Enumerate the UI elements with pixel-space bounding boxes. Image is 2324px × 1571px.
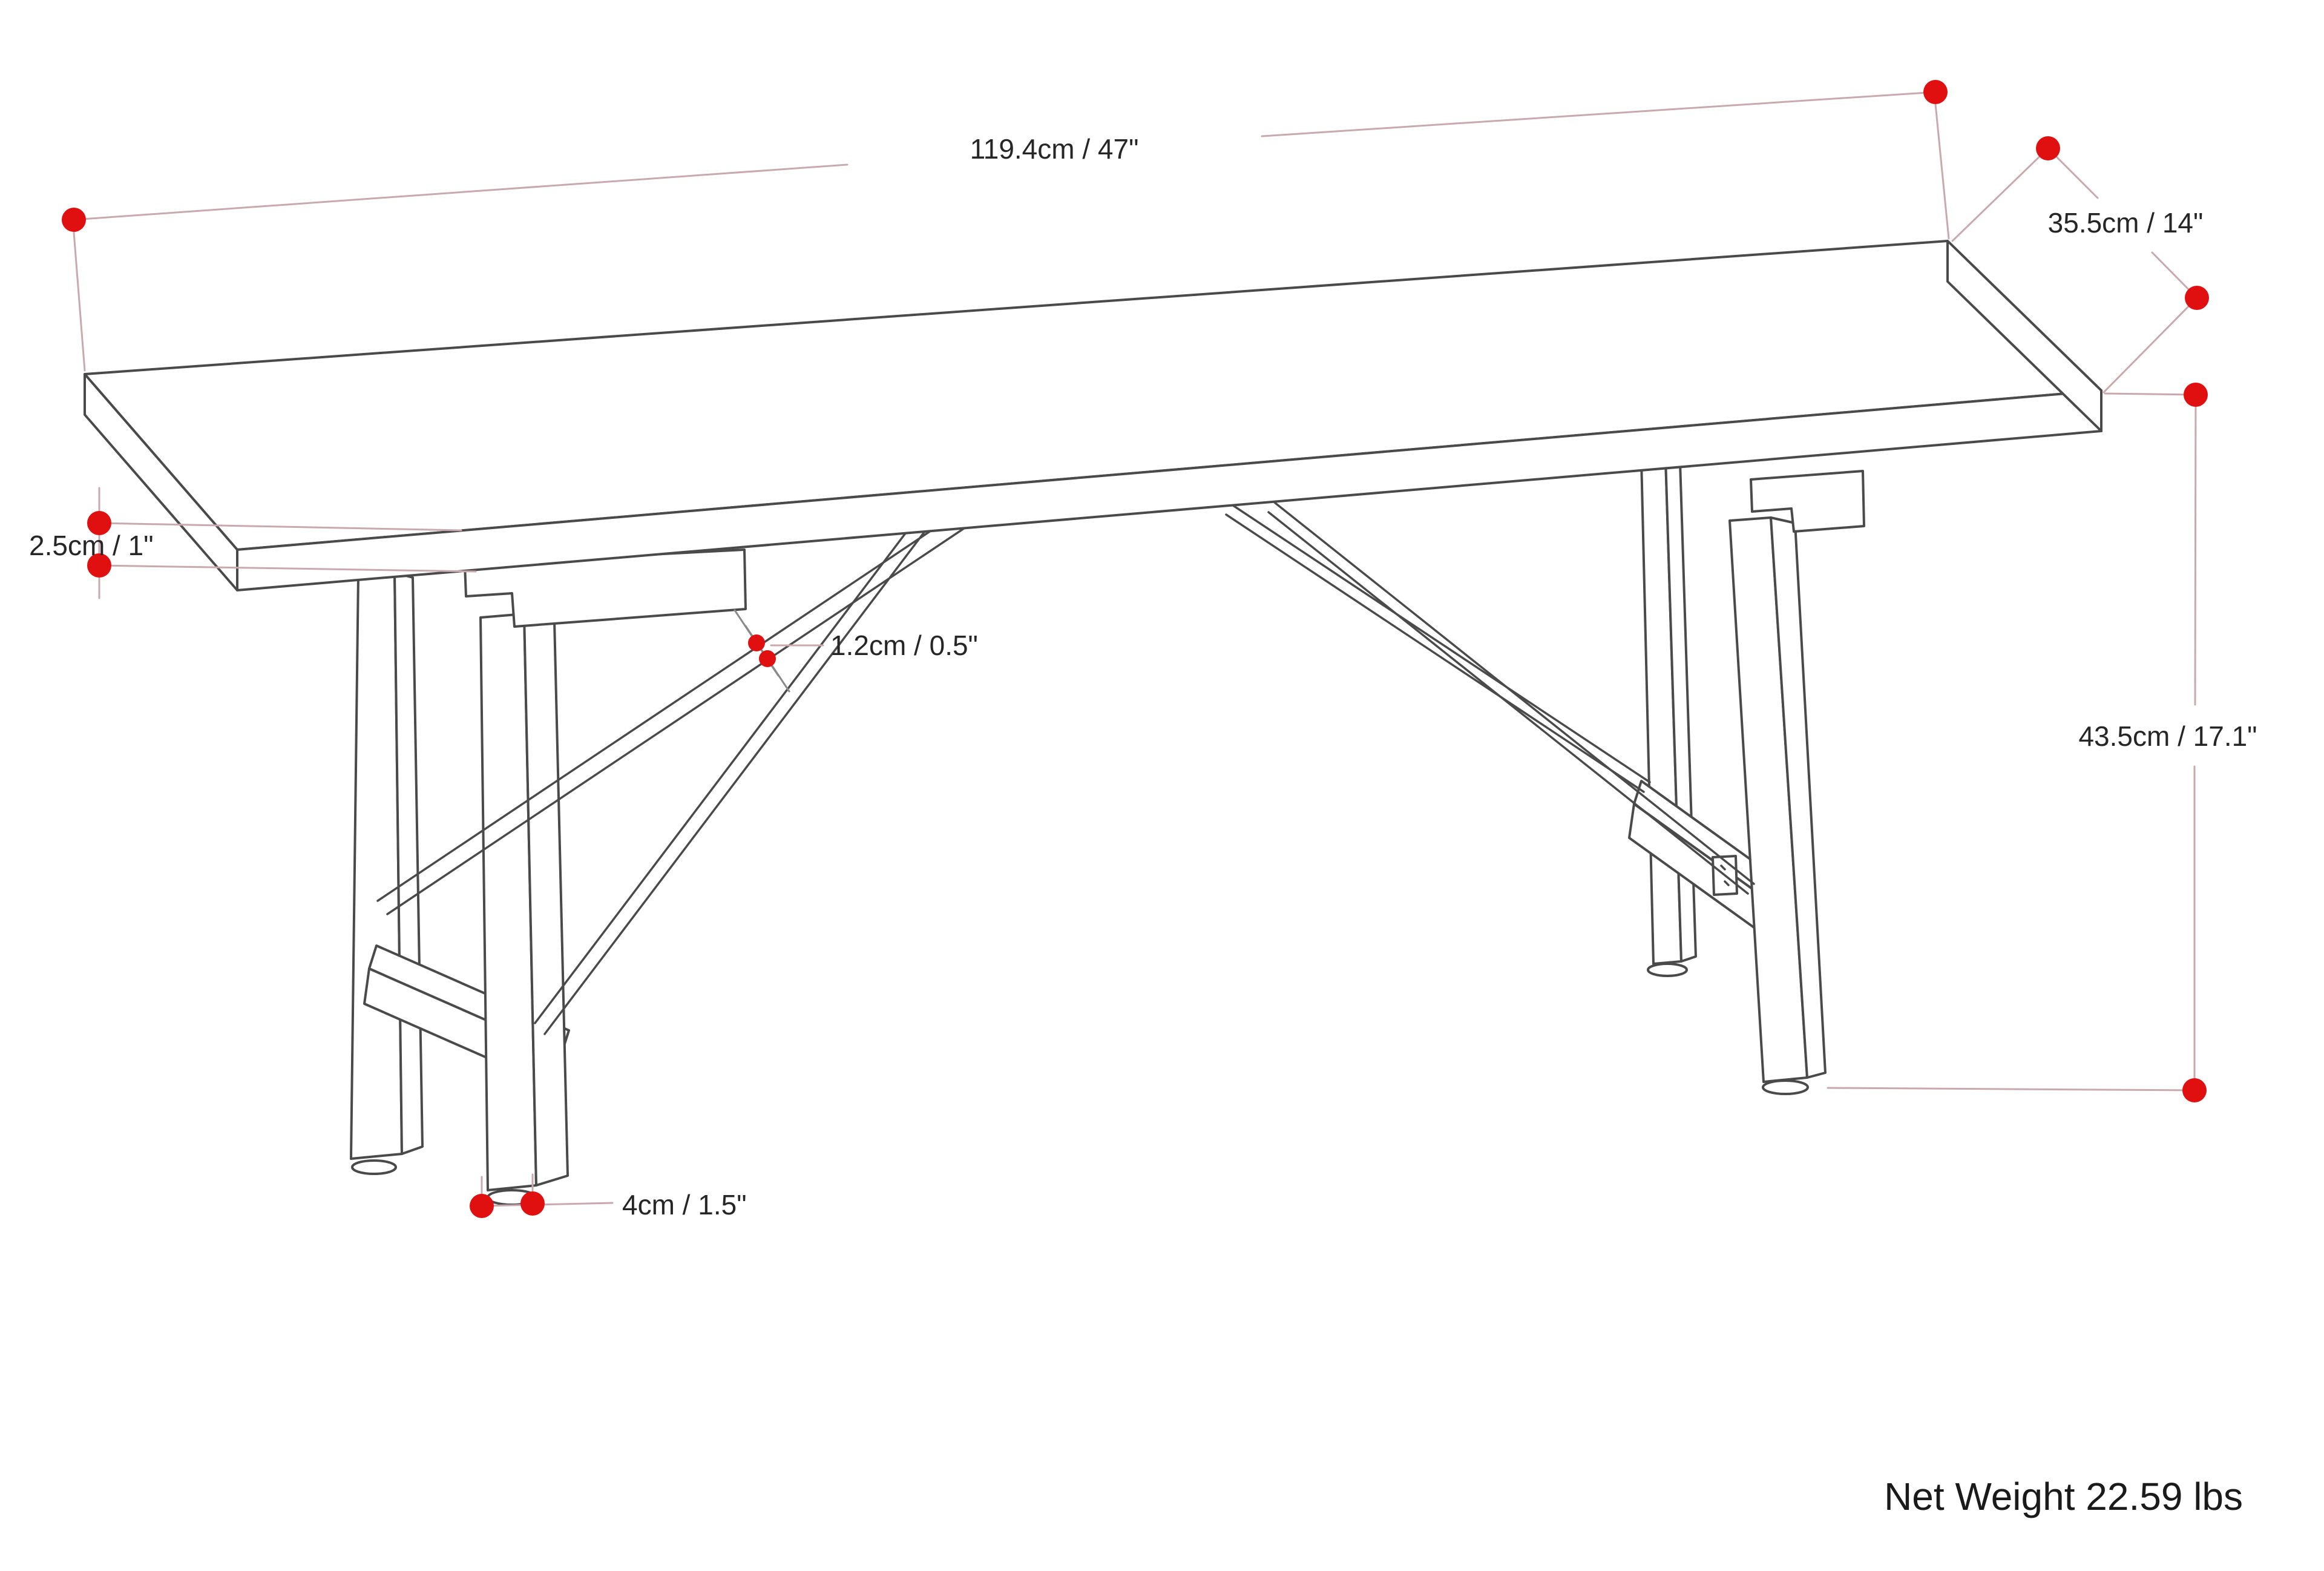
measure-point-icon xyxy=(62,208,86,232)
leader-line xyxy=(98,522,462,532)
measure-point-icon xyxy=(1923,80,1948,104)
right-back-foot-glide xyxy=(1647,963,1688,977)
plate-screw xyxy=(1724,880,1730,886)
seat-left-end-face xyxy=(84,373,238,591)
measure-point-icon xyxy=(2184,383,2208,407)
left-rod-front xyxy=(534,510,924,1024)
dimension-height: 43.5cm / 17.1" xyxy=(1827,383,2257,1102)
right-rod-front xyxy=(1267,511,1749,895)
measure-point-icon xyxy=(470,1194,494,1218)
dimension-foot-width: 4cm / 1.5" xyxy=(470,1173,747,1220)
right-front-foot-glide xyxy=(1762,1079,1809,1095)
measure-point-icon xyxy=(759,650,776,667)
leader-line xyxy=(2104,392,2197,396)
left-leg-assembly xyxy=(350,548,747,1206)
leader-line xyxy=(1827,1087,2196,1092)
foot-width-label: 4cm / 1.5" xyxy=(622,1189,747,1220)
right-rod-front xyxy=(1273,501,1755,885)
stretcher-thickness-label: 1.2cm / 0.5" xyxy=(830,630,978,661)
dimension-line xyxy=(1261,91,1937,137)
left-rod-back xyxy=(376,506,967,902)
dimension-depth: 35.5cm / 14" xyxy=(1951,136,2209,394)
measure-point-icon xyxy=(2185,286,2209,310)
measure-point-icon xyxy=(2036,136,2060,160)
measure-point-icon xyxy=(2182,1078,2207,1102)
measure-point-icon xyxy=(520,1191,545,1216)
dimension-length: 119.4cm / 47" xyxy=(62,80,1950,372)
bench-seat xyxy=(84,240,2102,591)
dimension-stretcher-thickness: 1.2cm / 0.5" xyxy=(734,609,978,693)
left-back-leg xyxy=(350,571,403,1160)
length-label: 119.4cm / 47" xyxy=(970,133,1139,165)
dimension-seat-thickness: 2.5cm / 1" xyxy=(29,487,477,599)
left-rod-front xyxy=(543,521,933,1035)
seat-thickness-label: 2.5cm / 1" xyxy=(29,530,154,561)
left-rod-back xyxy=(386,519,977,915)
bench-drawing xyxy=(84,240,2102,1206)
support-rods xyxy=(376,501,1755,1035)
extension-line xyxy=(73,231,86,372)
plate-screw xyxy=(1720,865,1726,871)
right-rod-back xyxy=(1231,504,1651,783)
left-back-foot-glide xyxy=(351,1159,397,1175)
dimension-line xyxy=(73,163,849,221)
extension-line xyxy=(1951,147,2049,242)
right-leg-assembly xyxy=(1628,457,1865,1095)
measure-point-icon xyxy=(87,553,111,578)
height-label: 43.5cm / 17.1" xyxy=(2078,720,2257,752)
extension-line xyxy=(2102,297,2198,394)
leader-line xyxy=(98,564,477,573)
right-rod-back xyxy=(1225,513,1645,793)
right-cleat xyxy=(1750,470,1865,533)
right-front-leg-side xyxy=(1770,516,1827,1079)
net-weight-label: Net Weight 22.59 lbs xyxy=(1884,1475,2243,1518)
seat-right-end-face xyxy=(1946,240,2102,432)
dimension-line xyxy=(2194,394,2197,706)
measure-point-icon xyxy=(748,634,765,651)
dimension-line xyxy=(481,1202,614,1207)
depth-label: 35.5cm / 14" xyxy=(2048,207,2204,239)
left-cleat xyxy=(464,548,747,628)
extension-line xyxy=(1934,103,1950,240)
measure-point-icon xyxy=(87,511,111,535)
